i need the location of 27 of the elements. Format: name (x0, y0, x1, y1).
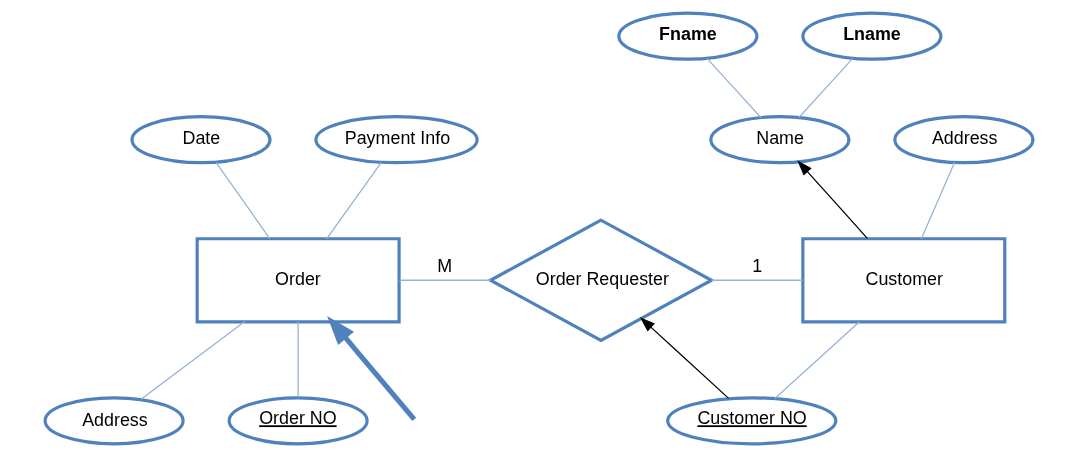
node-diamond: Order Requester (486, 218, 715, 343)
connector (773, 321, 860, 400)
node-ellipse: Name (708, 115, 850, 165)
connector (710, 279, 803, 281)
node-box: Order (195, 237, 401, 324)
edge-label: 1 (751, 255, 762, 276)
node-ellipse: Payment Info (313, 115, 479, 165)
arrow (326, 315, 416, 421)
node-ellipse: Date (129, 115, 272, 165)
connector (325, 161, 382, 240)
connector (920, 161, 955, 240)
connector (215, 161, 270, 240)
arrow (796, 160, 868, 239)
connector (398, 279, 491, 281)
connector (139, 321, 245, 400)
arrow (639, 317, 729, 399)
node-ellipse: Address (892, 115, 1034, 165)
node-box: Customer (800, 237, 1006, 324)
node-ellipse: Lname (800, 11, 942, 61)
node-ellipse: Address (43, 396, 185, 446)
node-ellipse: Order NO (227, 396, 369, 446)
edge-label: M (436, 255, 452, 276)
connector (297, 321, 299, 399)
connector (797, 57, 853, 119)
node-ellipse: Fname (616, 11, 758, 61)
connector (705, 57, 761, 119)
node-ellipse: Customer NO (665, 396, 837, 446)
